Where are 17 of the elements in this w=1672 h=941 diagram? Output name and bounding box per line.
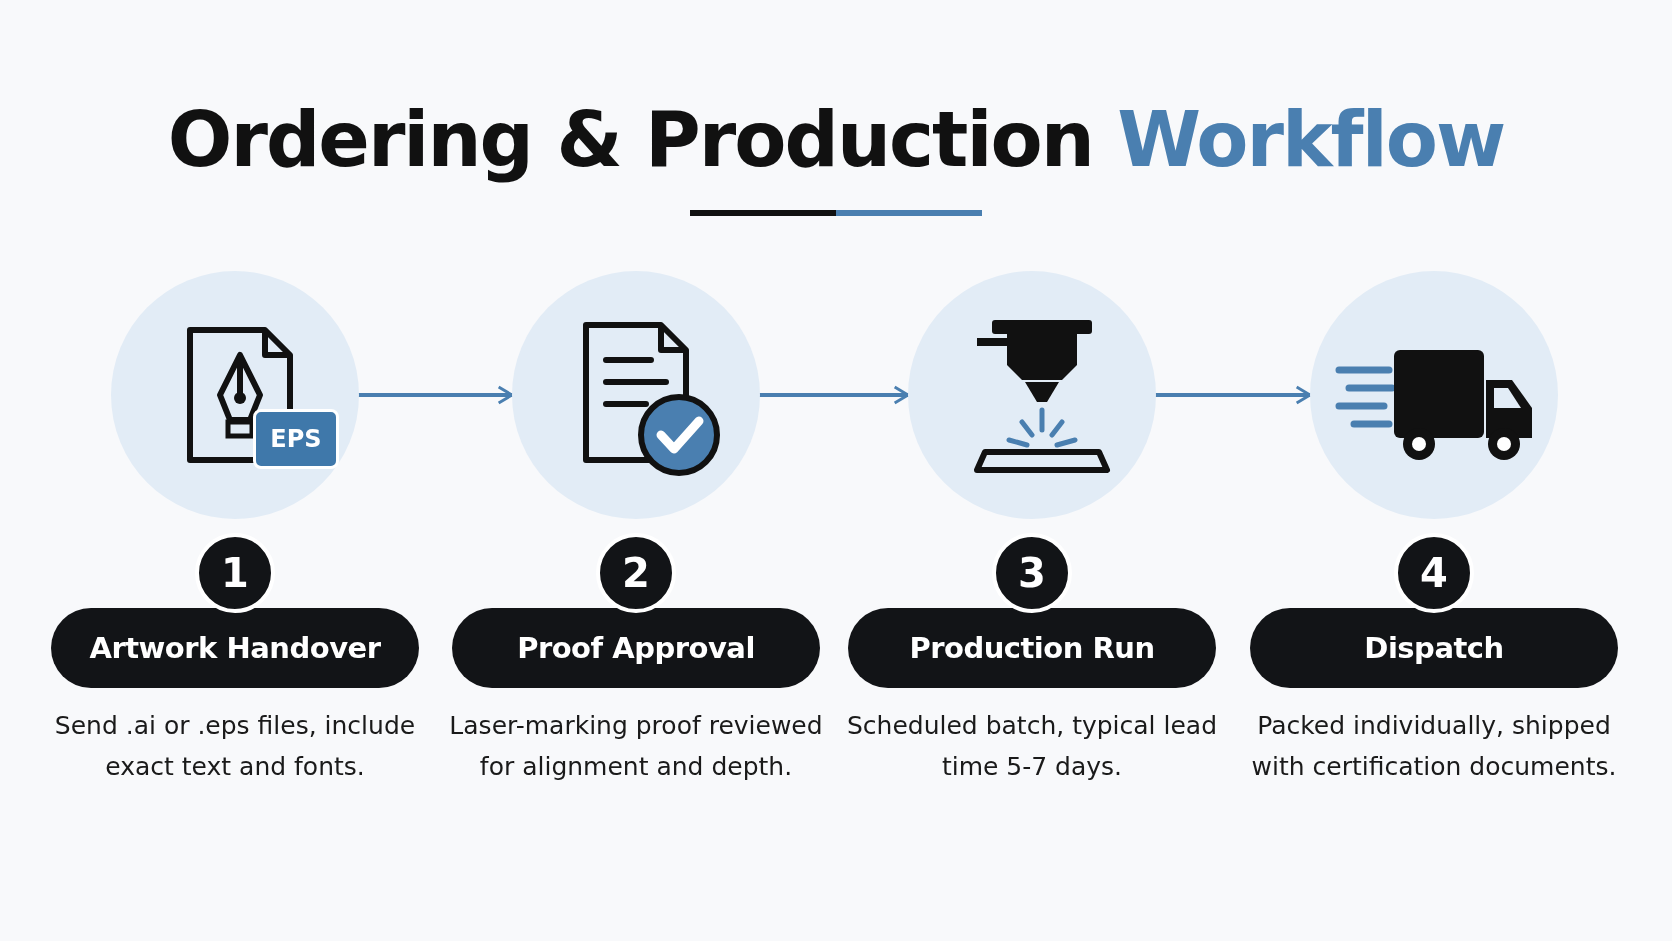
step-number: 2 (596, 533, 676, 613)
title: Ordering & Production Workflow (166, 95, 1506, 184)
arrow (1154, 385, 1312, 405)
step-number: 3 (992, 533, 1072, 613)
step-title: Proof Approval (452, 608, 820, 688)
step-number: 1 (195, 533, 275, 613)
step-description: Scheduled batch, typical lead time 5-7 days. (845, 710, 1219, 783)
step-title: Production Run (848, 608, 1216, 688)
step-description: Send .ai or .eps files, include exact text and fonts. (53, 710, 417, 783)
step-description: Laser-marking proof reviewed for alignment and depth. (448, 710, 824, 783)
arrow (357, 385, 514, 405)
file-type-tag: EPS (253, 409, 339, 469)
arrow (758, 385, 910, 405)
step-title: Artwork Handover (51, 608, 419, 688)
step-title: Dispatch (1250, 608, 1618, 688)
step-number: 4 (1394, 533, 1474, 613)
step-description: Packed individually, shipped with certification documents. (1250, 710, 1618, 783)
